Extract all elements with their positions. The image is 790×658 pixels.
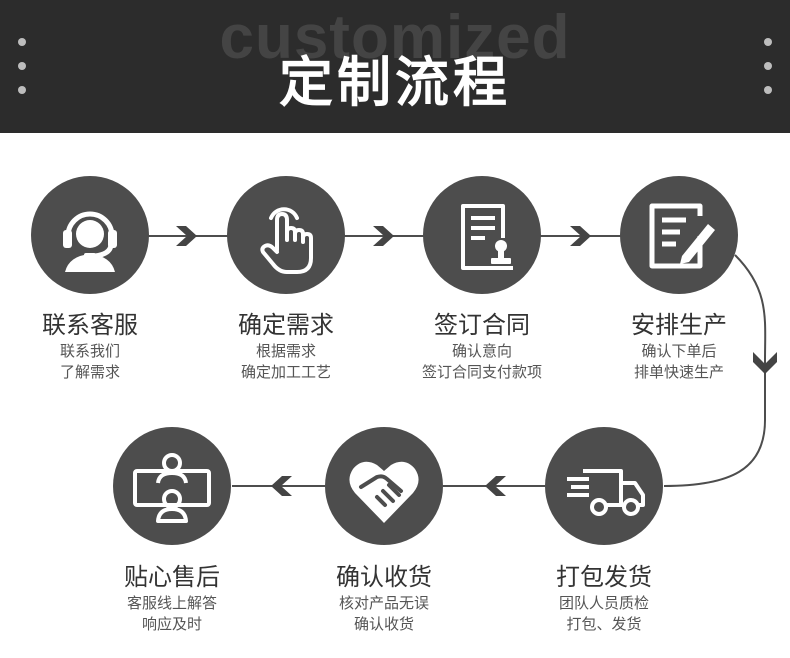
step-desc-line: 确定加工工艺 [240, 363, 331, 381]
decor-dot [18, 38, 26, 46]
step-desc: 核对产品无误 确认收货 [284, 593, 484, 635]
step-title: 安排生产 [631, 311, 727, 339]
chevron-left-icon [271, 476, 292, 496]
step-desc-line: 确认意向 [451, 342, 512, 360]
step-desc: 根据需求 确定加工工艺 [186, 341, 386, 383]
step-desc: 客服线上解答 响应及时 [72, 593, 272, 635]
page-header: customized 定制流程 [0, 0, 790, 133]
chevron-down-icon [753, 352, 777, 374]
step-icon-circle [620, 176, 738, 294]
step-desc: 确认意向 签订合同支付款项 [382, 341, 582, 383]
step-desc: 团队人员质检 打包、发货 [504, 593, 704, 635]
decor-dot [764, 38, 772, 46]
step-title: 确认收货 [336, 563, 432, 591]
step-desc-line: 核对产品无误 [338, 594, 429, 612]
step-desc-line: 签订合同支付款项 [421, 363, 542, 381]
chevron-right-icon [570, 226, 591, 246]
step-desc-line: 客服线上解答 [126, 594, 217, 612]
step-icon-circle [423, 176, 541, 294]
pointer-hand-icon [260, 207, 313, 274]
step-icon-circle [545, 427, 663, 545]
step-title: 打包发货 [556, 563, 652, 591]
step-desc-line: 团队人员质检 [558, 594, 649, 612]
chevron-right-icon [176, 226, 197, 246]
step-title: 贴心售后 [124, 563, 220, 591]
step-title: 确定需求 [238, 311, 334, 339]
header-watermark: customized [219, 3, 571, 72]
step-desc-line: 确认收货 [353, 615, 414, 633]
connector-curve [663, 254, 767, 487]
step-desc-line: 确认下单后 [641, 342, 717, 360]
step-icon-circle [31, 176, 149, 294]
chevron-left-icon [485, 476, 506, 496]
delivery-truck-icon [567, 469, 645, 516]
headset-icon [63, 211, 117, 272]
step-desc-line: 排单快速生产 [633, 363, 724, 381]
step-desc-line: 根据需求 [255, 342, 316, 360]
step-desc-line: 了解需求 [59, 363, 120, 381]
decor-dot [764, 62, 772, 70]
contract-stamp-icon [461, 204, 513, 270]
edit-document-icon [649, 203, 715, 269]
decor-dot [18, 86, 26, 94]
step-icon-circle [113, 427, 231, 545]
step-desc-line: 响应及时 [141, 615, 202, 633]
page-title: 定制流程 [279, 51, 511, 114]
decor-dot [18, 62, 26, 70]
chevron-right-icon [373, 226, 394, 246]
step-desc-line: 联系我们 [59, 342, 120, 360]
decor-dot [764, 86, 772, 94]
step-title: 签订合同 [434, 311, 530, 339]
step-desc-line: 打包、发货 [566, 615, 642, 633]
step-desc: 联系我们 了解需求 [0, 341, 190, 383]
step-title: 联系客服 [42, 311, 138, 339]
step-desc: 确认下单后 排单快速生产 [579, 341, 779, 383]
step-icon-circle [227, 176, 345, 294]
step-icon-circle [325, 427, 443, 545]
handshake-heart-icon [349, 461, 419, 523]
video-support-icon [133, 453, 211, 523]
